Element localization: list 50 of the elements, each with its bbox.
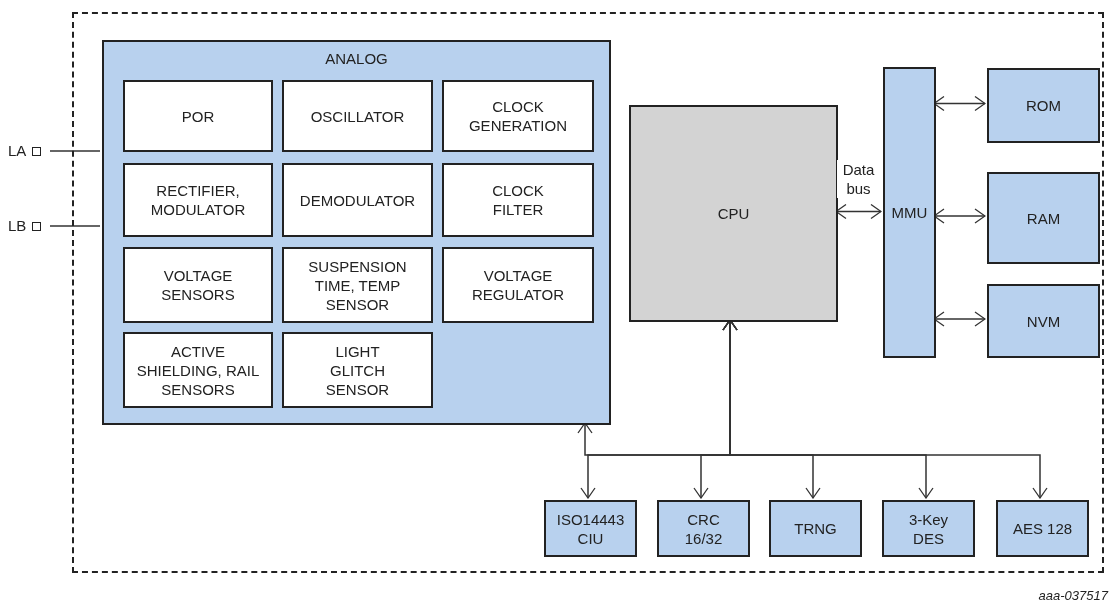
block-label: ACTIVE SHIELDING, RAIL SENSORS (135, 341, 261, 399)
function-block (123, 247, 273, 323)
block-label: TRNG (794, 519, 837, 538)
block-label: CLOCK FILTER (491, 181, 545, 219)
function-block (442, 163, 594, 237)
block-label: RAM (1026, 208, 1061, 228)
block-label: OSCILLATOR (310, 106, 405, 126)
block-label: NVM (1026, 311, 1061, 331)
peripheral-block (769, 500, 862, 557)
block-label: VOLTAGE REGULATOR (471, 266, 565, 304)
block-label: LIGHT GLITCH SENSOR (324, 341, 391, 399)
block-label: ROM (1026, 96, 1061, 115)
peripheral-block (657, 500, 750, 557)
pin-label: LA (8, 140, 27, 161)
block-label: VOLTAGE SENSORS (160, 266, 236, 304)
peripheral-block (544, 500, 637, 557)
block-label: CRC 16/32 (683, 509, 724, 548)
function-block (123, 80, 273, 152)
block-label: CPU (717, 204, 750, 223)
function-block (442, 80, 594, 152)
pin-label: LB (8, 215, 27, 236)
function-block (123, 332, 273, 408)
function-block (123, 163, 273, 237)
block-label: MMU (891, 203, 928, 222)
connection-line (49, 150, 101, 152)
memory-block (987, 284, 1100, 358)
function-block (282, 163, 433, 237)
block-label: DEMODULATOR (299, 190, 416, 210)
peripheral-block (996, 500, 1089, 557)
block-label: ANALOG (325, 49, 388, 69)
memory-block (987, 172, 1100, 264)
block-label: POR (181, 106, 215, 126)
block-label: 3-Key DES (907, 509, 950, 548)
function-block (282, 332, 433, 408)
block-label: RECTIFIER, MODULATOR (149, 181, 247, 219)
chip-boundary (72, 12, 1104, 573)
peripheral-block (882, 500, 975, 557)
cpu-block (629, 105, 838, 322)
block-label: AES 128 (1012, 519, 1073, 538)
function-block (282, 80, 433, 152)
memory-block (987, 68, 1100, 143)
block-label: CLOCK GENERATION (467, 97, 569, 135)
function-block (442, 247, 594, 323)
figure-id: aaa-037517 (1038, 587, 1108, 605)
block-label: SUSPENSION TIME, TEMP SENSOR (307, 256, 408, 314)
block-label: ISO14443 CIU (555, 509, 626, 548)
connection-line (49, 225, 101, 227)
function-block (282, 247, 433, 323)
analog-block (102, 40, 611, 425)
mmu-block (883, 67, 936, 358)
